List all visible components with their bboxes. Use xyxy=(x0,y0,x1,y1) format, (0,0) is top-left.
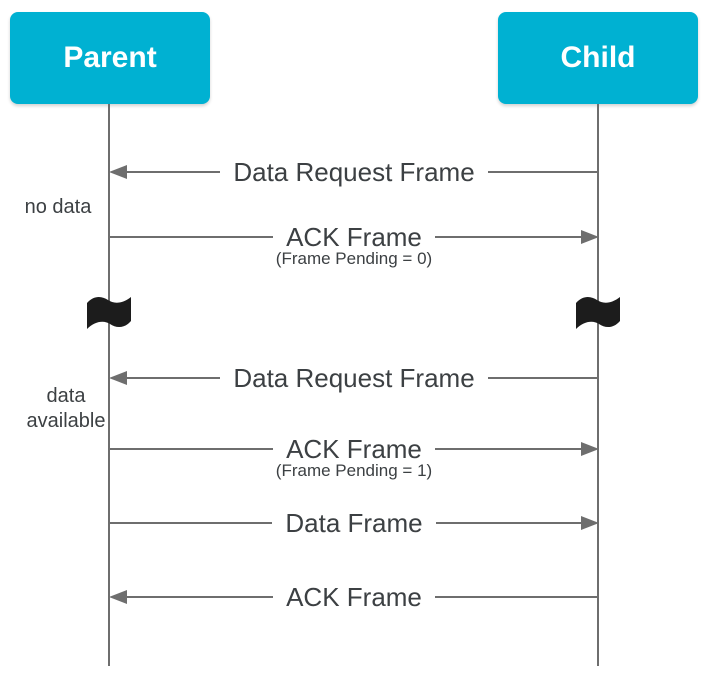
arrow-left-icon xyxy=(109,590,127,604)
message-label: Data Frame xyxy=(272,507,436,539)
parent-actor-label: Parent xyxy=(63,41,157,74)
message-ack-frame-final: ACK Frame xyxy=(109,580,599,614)
message-sublabel: (Frame Pending = 1) xyxy=(275,461,433,480)
message-data-request-frame-2: Data Request Frame xyxy=(109,361,599,395)
message-ack-frame-fp0: ACK Frame (Frame Pending = 0) xyxy=(109,220,599,268)
message-label: ACK Frame xyxy=(273,581,435,613)
child-actor-label: Child xyxy=(560,41,636,74)
note-no-data: no data xyxy=(24,196,92,218)
arrow-right-icon xyxy=(581,516,599,530)
message-data-request-frame-1: Data Request Frame xyxy=(109,155,599,189)
message-ack-frame-fp1: ACK Frame (Frame Pending = 1) xyxy=(109,432,599,480)
parent-lifeline xyxy=(108,104,110,666)
arrow-left-icon xyxy=(109,165,127,179)
flag-icon xyxy=(87,296,131,329)
flag-icon xyxy=(576,296,620,329)
message-label: ACK Frame xyxy=(273,221,435,253)
arrow-left-icon xyxy=(109,371,127,385)
message-label: ACK Frame xyxy=(273,433,435,465)
arrow-right-icon xyxy=(581,230,599,244)
message-label: Data Request Frame xyxy=(220,362,488,394)
arrow-right-icon xyxy=(581,442,599,456)
message-sublabel: (Frame Pending = 0) xyxy=(275,249,433,268)
message-label: Data Request Frame xyxy=(220,156,488,188)
note-data-available: data available xyxy=(26,385,106,432)
parent-actor-box: Parent xyxy=(10,12,210,104)
child-actor-box: Child xyxy=(498,12,698,104)
message-data-frame: Data Frame xyxy=(109,506,599,540)
child-lifeline xyxy=(597,104,599,666)
